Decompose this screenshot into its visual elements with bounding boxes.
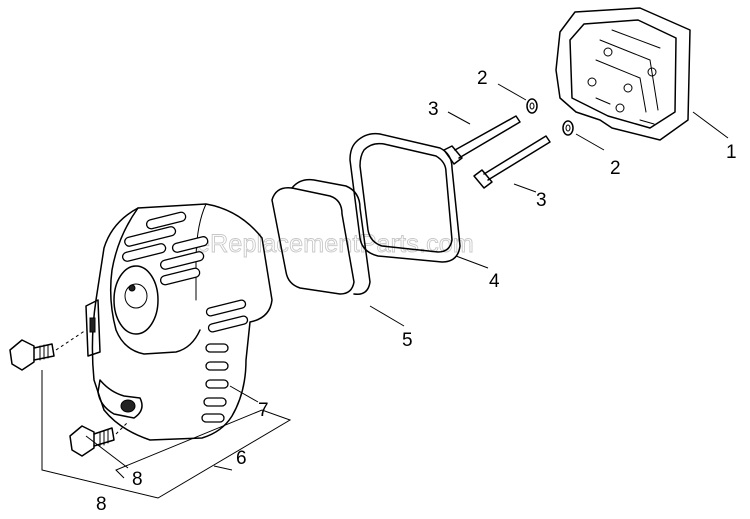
callout-1: 1 bbox=[726, 142, 737, 163]
callout-7: 7 bbox=[258, 400, 269, 421]
part-3-bolt-upper bbox=[443, 115, 521, 165]
watermark-text: eReplacementParts.com bbox=[196, 230, 474, 258]
part-4-gasket bbox=[349, 132, 461, 263]
callout-4: 4 bbox=[489, 271, 500, 292]
callout-5: 5 bbox=[402, 330, 413, 351]
part-1-back-plate bbox=[555, 7, 691, 141]
callout-3-lower: 3 bbox=[536, 190, 547, 211]
part-2-washer-upper bbox=[526, 98, 538, 114]
callout-3-upper: 3 bbox=[428, 99, 439, 120]
leader-lines bbox=[41, 83, 729, 499]
part-5-filter-element bbox=[271, 178, 371, 295]
part-8-knob-lower bbox=[69, 421, 129, 457]
callout-8-lower: 8 bbox=[96, 494, 107, 515]
part-7-cover bbox=[85, 203, 273, 441]
callout-2-upper: 2 bbox=[477, 68, 488, 89]
part-3-bolt-lower bbox=[473, 135, 551, 189]
part-2-washer-lower bbox=[562, 120, 574, 136]
callout-6: 6 bbox=[236, 448, 247, 469]
callout-8-upper: 8 bbox=[132, 469, 143, 490]
callout-2-lower: 2 bbox=[610, 158, 621, 179]
part-8-knob-upper bbox=[9, 329, 87, 371]
